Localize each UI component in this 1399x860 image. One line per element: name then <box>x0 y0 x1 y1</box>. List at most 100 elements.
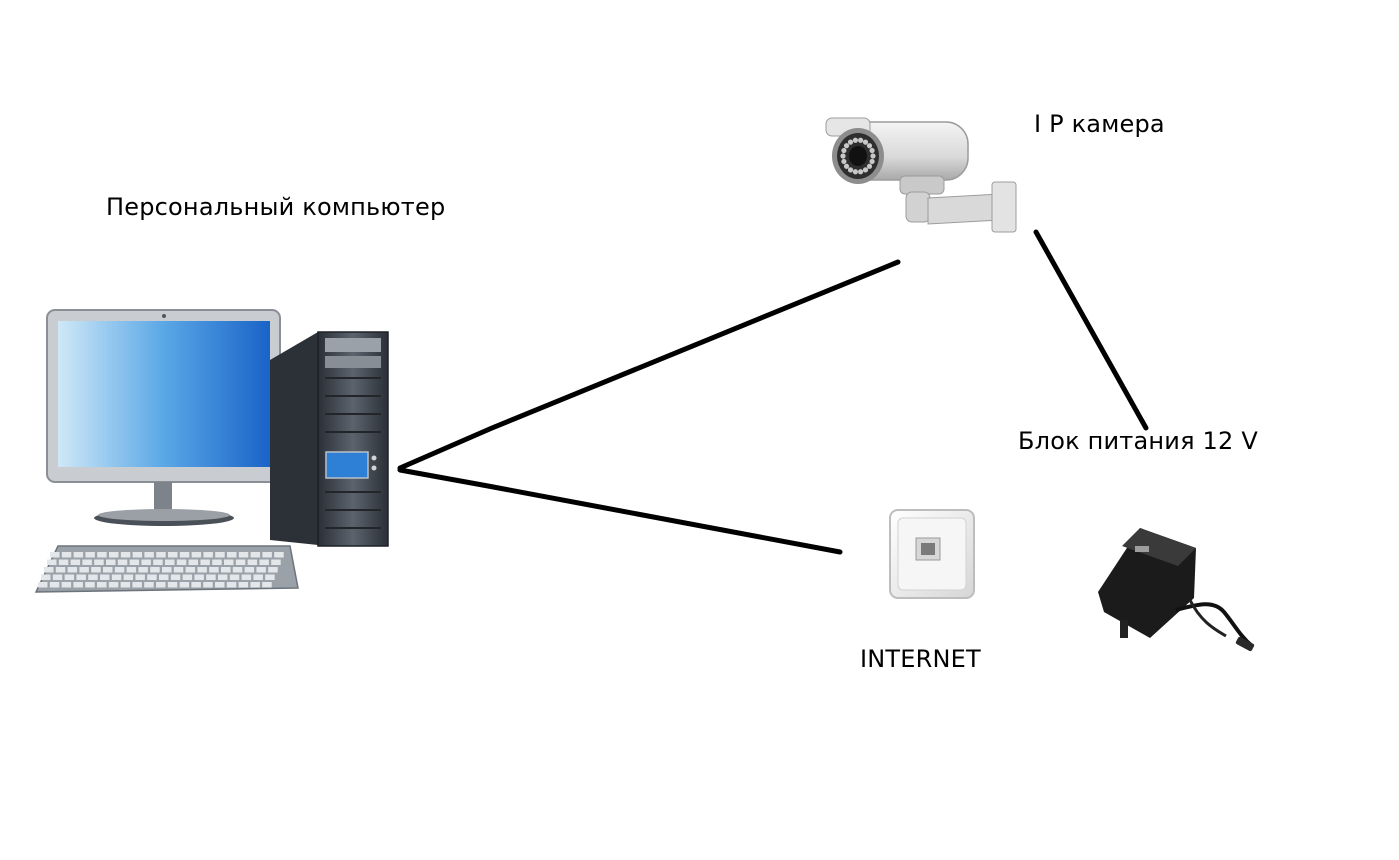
keyboard-key <box>61 582 72 588</box>
keyboard-key <box>120 582 131 588</box>
ir-led <box>862 139 869 145</box>
keyboard-key <box>259 559 269 565</box>
keyboard-key <box>73 552 84 558</box>
camera-label: I P камера <box>1034 110 1165 138</box>
keyboard-key <box>268 567 278 573</box>
ir-led <box>843 163 850 169</box>
keyboard-key <box>224 559 234 565</box>
keyboard-key <box>108 582 119 588</box>
keyboard-key <box>262 552 272 558</box>
keyboard-key <box>200 559 210 565</box>
keyboard-key <box>64 574 75 580</box>
ir-led <box>843 143 850 149</box>
keyboard-key <box>188 559 199 565</box>
keyboard-key <box>106 559 116 565</box>
keyboard-key <box>153 559 163 565</box>
keyboard-key <box>85 552 95 558</box>
ir-led <box>866 143 873 149</box>
ir-led <box>852 169 858 175</box>
keyboard-key <box>162 567 172 573</box>
pc-label: Персональный компьютер <box>106 193 446 221</box>
keyboard-key <box>156 552 166 558</box>
keyboard-key <box>52 574 63 580</box>
keyboard-key <box>221 567 231 573</box>
keyboard-key <box>97 582 107 588</box>
keyboard-key <box>138 567 148 573</box>
keyboard-key <box>247 559 258 565</box>
keyboard-key <box>132 552 143 558</box>
keyboard-key <box>67 567 78 573</box>
keyboard-key <box>144 582 154 588</box>
ir-led <box>862 167 869 173</box>
internet-label: INTERNET <box>860 645 981 673</box>
cable-pc-internet <box>397 467 843 555</box>
keyboard-key <box>250 582 260 588</box>
keyboard-key <box>70 559 81 565</box>
ir-led <box>840 153 846 159</box>
keyboard-key <box>85 582 95 588</box>
ir-led <box>858 137 864 143</box>
keyboard-key <box>47 559 57 565</box>
ir-led <box>841 158 847 165</box>
ir-led <box>841 147 847 154</box>
keyboard-key <box>212 559 222 565</box>
keyboard-key <box>232 567 243 573</box>
keyboard-key <box>73 582 83 588</box>
keyboard-key <box>241 574 252 580</box>
ir-led <box>847 139 854 145</box>
keyboard-key <box>206 574 216 580</box>
keyboard-key <box>49 582 60 588</box>
ir-led <box>847 167 854 173</box>
keyboard-key <box>126 567 137 573</box>
keyboard-key <box>229 574 240 580</box>
keyboard-key <box>271 559 281 565</box>
keyboard-key <box>79 567 89 573</box>
keyboard-key <box>100 574 110 580</box>
keyboard-key <box>135 574 145 580</box>
keyboard-key <box>120 552 131 558</box>
keyboard-key <box>194 574 204 580</box>
keyboard-key <box>235 559 246 565</box>
keyboard-key <box>265 574 275 580</box>
keyboard-key <box>179 552 190 558</box>
keyboard-key <box>167 582 178 588</box>
keyboard-key <box>141 559 151 565</box>
keyboard-key <box>132 582 142 588</box>
keyboard-key <box>144 552 154 558</box>
keyboard-key <box>215 552 225 558</box>
keyboard-key <box>185 567 196 573</box>
keyboard-key <box>173 567 184 573</box>
keyboard-key <box>88 574 98 580</box>
keyboard-key <box>147 574 157 580</box>
keyboard-key <box>262 582 272 588</box>
keyboard-key <box>82 559 92 565</box>
desktop-computer-icon <box>34 309 389 593</box>
keyboard-key <box>61 552 72 558</box>
keyboard-key <box>41 574 51 580</box>
ir-led <box>870 153 876 159</box>
keyboard-key <box>103 567 113 573</box>
power-supply-label: Блок питания 12 V <box>1018 427 1258 455</box>
keyboard-key <box>55 567 66 573</box>
keyboard-key <box>226 582 237 588</box>
ip-camera-icon <box>825 117 1017 233</box>
keyboard-key <box>253 574 263 580</box>
keyboard <box>34 545 299 593</box>
keyboard-key <box>109 552 119 558</box>
network-socket-icon <box>889 509 975 599</box>
keyboard-key <box>159 574 169 580</box>
ir-led <box>858 169 864 175</box>
keyboard-key <box>203 552 213 558</box>
monitor <box>46 309 281 526</box>
keyboard-key <box>38 582 48 588</box>
keyboard-key <box>191 582 201 588</box>
keyboard-key <box>227 552 237 558</box>
cable-pc-camera <box>397 259 901 471</box>
power-adapter-icon <box>1098 528 1255 652</box>
keyboard-key <box>218 574 228 580</box>
keyboard-key <box>244 567 255 573</box>
ir-led <box>869 158 875 165</box>
keyboard-key <box>179 582 190 588</box>
cable-camera-power <box>1033 229 1149 431</box>
